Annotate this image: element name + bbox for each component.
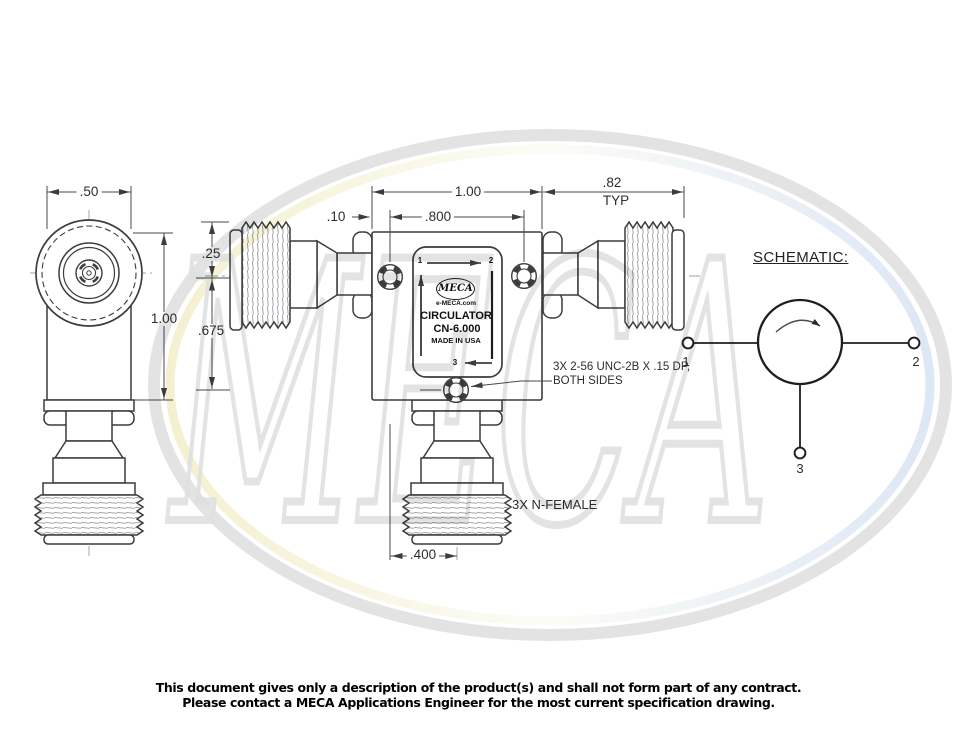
port1-terminal xyxy=(681,336,695,350)
connector-note: 3X N-FEMALE xyxy=(512,497,598,512)
footer-line1: This document gives only a description o… xyxy=(155,680,802,695)
plate-model: CN-6.000 xyxy=(433,323,481,335)
plate-product: CIRCULATOR xyxy=(420,310,492,322)
schematic-title: SCHEMATIC: xyxy=(753,249,849,266)
left-view xyxy=(33,219,145,545)
dim-upper-label: .25 xyxy=(198,246,224,262)
left-view-cone xyxy=(53,440,125,459)
screw xyxy=(443,377,470,404)
left-view-threads xyxy=(33,494,145,536)
schematic-port3-label: 3 xyxy=(796,461,804,476)
schematic xyxy=(681,298,921,460)
footer-line2: Please contact a MECA Applications Engin… xyxy=(182,695,775,710)
left-view-flange xyxy=(42,482,136,496)
plate-origin: MADE IN USA xyxy=(431,336,481,345)
left-view-barrel xyxy=(52,457,126,484)
left-view-neck xyxy=(65,410,113,442)
left-view-cap xyxy=(43,534,135,545)
plate-port1: 1 xyxy=(417,256,423,265)
left-view-mount-strip xyxy=(43,399,135,412)
port2-terminal xyxy=(907,336,921,350)
dim-lower-label: .675 xyxy=(194,323,228,339)
dim-overall-width-label: 1.00 xyxy=(451,184,485,200)
schematic-port2-label: 2 xyxy=(912,354,920,369)
screw xyxy=(511,263,538,290)
dim-screw-spacing-label: .800 xyxy=(421,209,455,225)
rotation-arrow xyxy=(775,319,821,333)
schematic-port1-label: 1 xyxy=(682,354,690,369)
plate-port2: 2 xyxy=(488,256,494,265)
circulator-symbol xyxy=(756,298,844,386)
dim-left-width-label: .50 xyxy=(76,184,102,200)
dim-left-height-label: 1.00 xyxy=(147,311,181,327)
meca-logo-text: MECA xyxy=(438,283,473,294)
connector-face xyxy=(35,219,143,327)
dim-connector-length-label: .82 xyxy=(602,175,622,190)
plate-website: e-MECA.com xyxy=(435,300,477,307)
dim-bottom-offset-label: .400 xyxy=(406,547,440,563)
port1-connector xyxy=(229,220,373,331)
screw-note-line1: 3X 2-56 UNC-2B X .15 DP, xyxy=(553,361,691,373)
dim-typ-label: TYP xyxy=(602,193,630,208)
port2-connector xyxy=(542,220,685,331)
meca-logo: MECA xyxy=(436,278,475,300)
port3-terminal xyxy=(793,446,807,460)
screw-note-line2: BOTH SIDES xyxy=(553,375,623,387)
plate-port3: 3 xyxy=(452,358,458,367)
footer-disclaimer: This document gives only a description o… xyxy=(0,680,957,710)
port3-connector xyxy=(401,399,513,545)
screw xyxy=(377,264,404,291)
dim-screw-offset-label: .10 xyxy=(323,209,349,225)
